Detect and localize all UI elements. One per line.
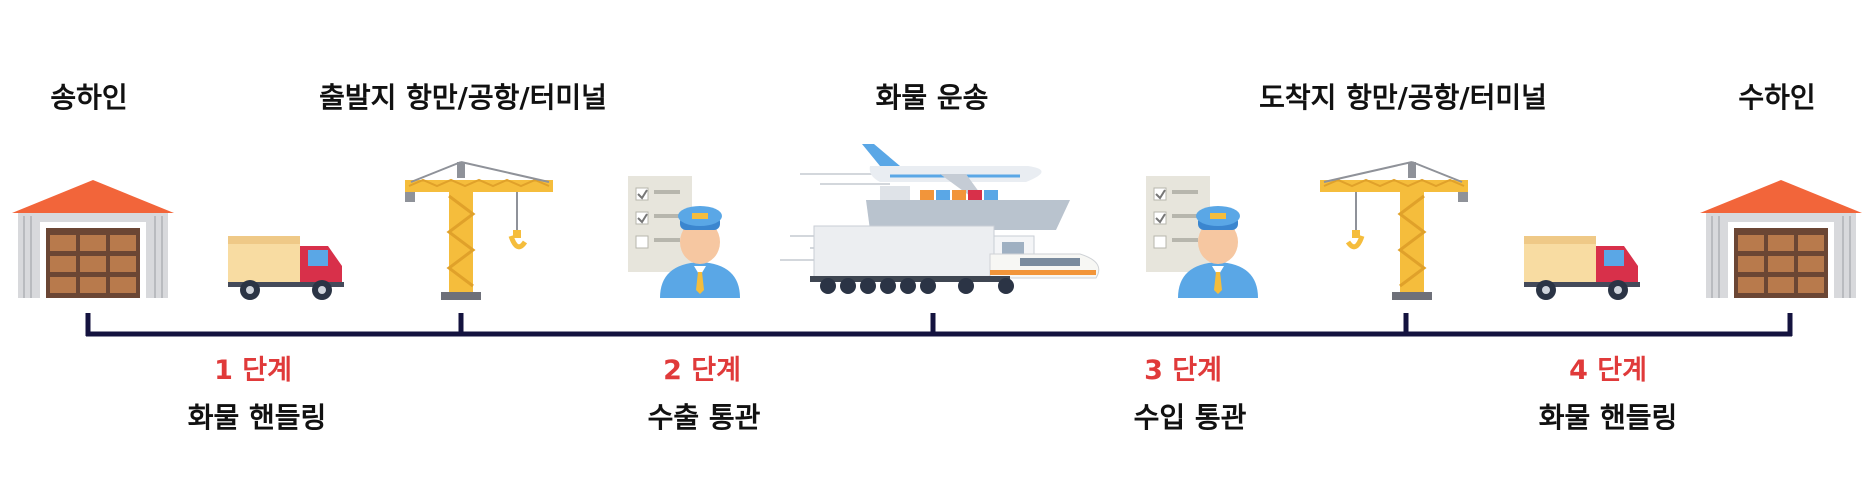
station-title-transport: 화물 운송 — [875, 81, 989, 114]
customs-officer-icon — [1146, 176, 1258, 298]
crane-icon — [1320, 161, 1468, 300]
step-number-3: 3 단계 — [1144, 355, 1222, 386]
step-label-2: 수출 통관 — [647, 401, 761, 434]
step-number-2: 2 단계 — [663, 355, 741, 386]
warehouse-icon — [12, 180, 174, 298]
crane-icon — [405, 161, 553, 300]
station-title-consignee: 수하인 — [1738, 81, 1816, 114]
warehouse-icon — [1700, 180, 1862, 298]
step-number-4: 4 단계 — [1569, 355, 1647, 386]
truck-icon — [1524, 236, 1640, 300]
cargo-transport-icon — [780, 144, 1100, 294]
step-label-3: 수입 통관 — [1133, 401, 1247, 434]
station-title-shipper: 송하인 — [50, 81, 128, 114]
step-number-1: 1 단계 — [214, 355, 292, 386]
step-label-4: 화물 핸들링 — [1538, 401, 1678, 434]
customs-officer-icon — [628, 176, 740, 298]
truck-icon — [228, 236, 344, 300]
station-title-destination-port: 도착지 항만/공항/터미널 — [1259, 81, 1547, 114]
station-title-origin-port: 출발지 항만/공항/터미널 — [319, 81, 607, 114]
step-label-1: 화물 핸들링 — [187, 401, 327, 434]
